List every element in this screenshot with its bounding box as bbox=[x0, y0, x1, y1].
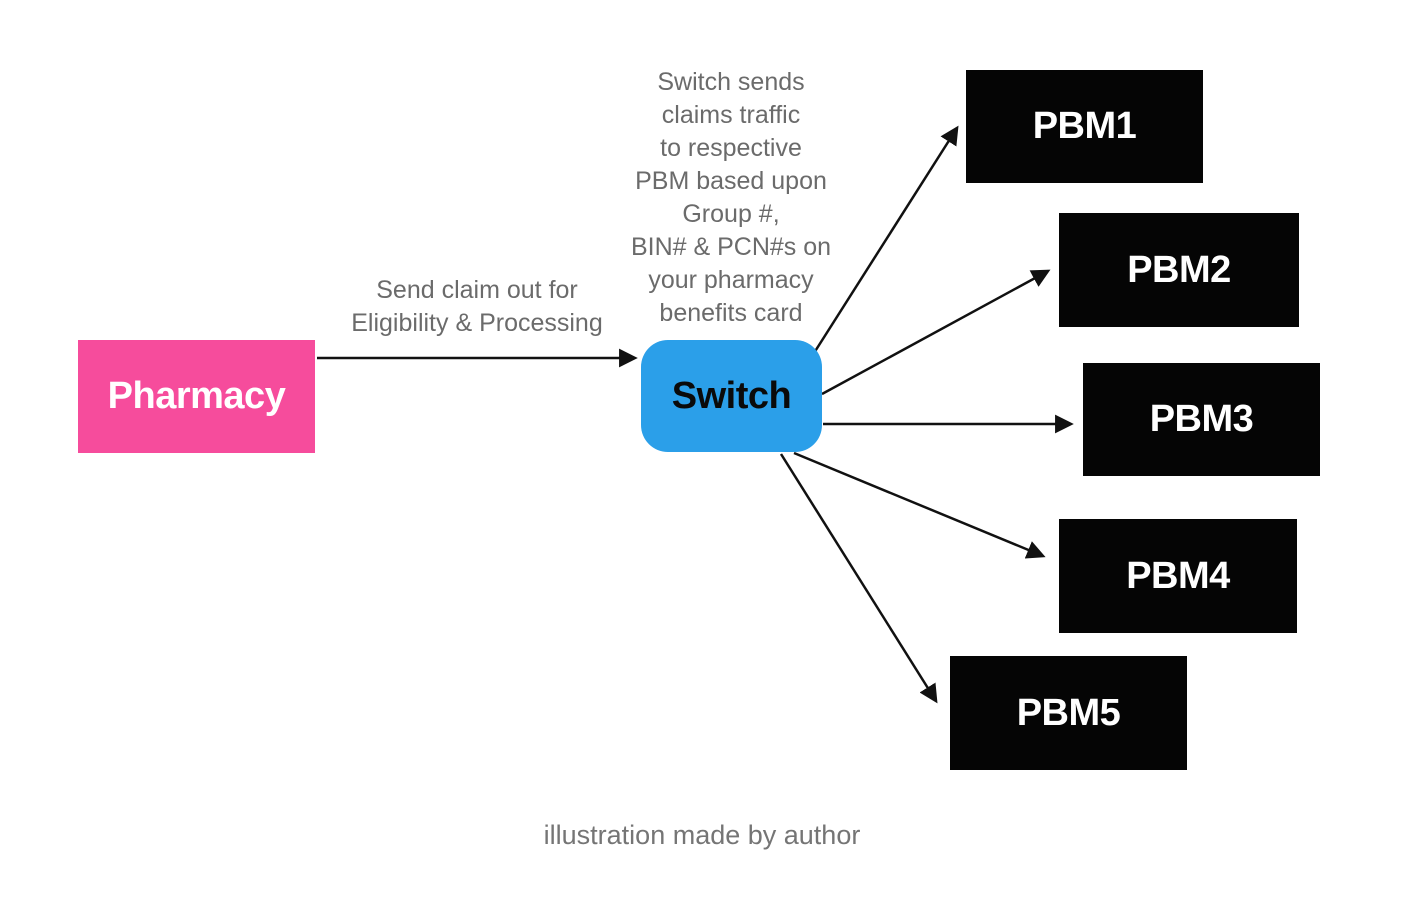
switch-label: Switch bbox=[671, 374, 792, 417]
claim-arrow-label: Send claim out for Eligibility & Process… bbox=[351, 276, 603, 337]
pharmacy-label: Pharmacy bbox=[107, 375, 286, 417]
arrow-switch-to-pbm5 bbox=[779, 453, 938, 704]
arrow-switch-to-pbm4 bbox=[793, 451, 1046, 559]
caption-text: illustration made by author bbox=[543, 820, 861, 850]
pbm4-label: PBM4 bbox=[1126, 554, 1230, 597]
pharmacy-node: Pharmacy bbox=[78, 340, 315, 453]
pbm3-label: PBM3 bbox=[1149, 398, 1254, 440]
pbm5-node: PBM5 bbox=[950, 656, 1187, 770]
switch-note-text: Switch sends claims traffic to respectiv… bbox=[630, 68, 832, 327]
pbm3-node: PBM3 bbox=[1083, 363, 1320, 476]
pbm1-node: PBM1 bbox=[966, 70, 1203, 183]
pbm4-node: PBM4 bbox=[1059, 519, 1297, 633]
pbm1-label: PBM1 bbox=[1032, 105, 1137, 147]
switch-node: Switch bbox=[641, 340, 822, 452]
pbm5-label: PBM5 bbox=[1016, 691, 1121, 734]
pbm2-node: PBM2 bbox=[1059, 213, 1299, 327]
pbm2-label: PBM2 bbox=[1127, 248, 1231, 291]
